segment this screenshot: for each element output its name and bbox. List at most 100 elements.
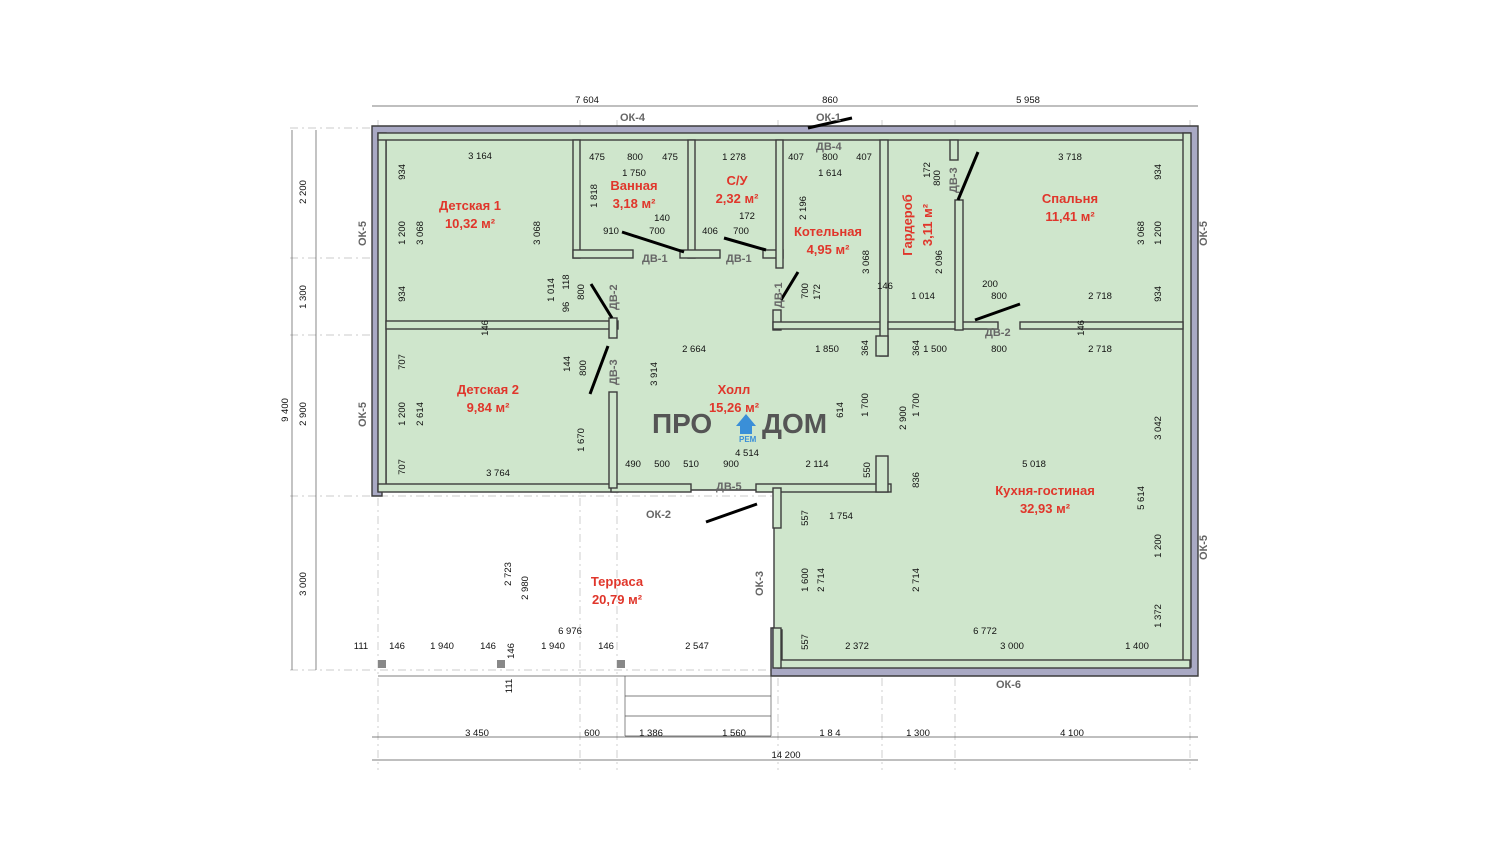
room-name: Гардероб: [900, 194, 915, 255]
svg-text:ДОМ: ДОМ: [762, 408, 827, 439]
svg-text:ОК-6: ОК-6: [996, 679, 1021, 691]
svg-text:1 8 4: 1 8 4: [819, 728, 840, 739]
inner-walls: [385, 139, 1184, 493]
svg-text:2 096: 2 096: [934, 250, 945, 274]
svg-text:3 000: 3 000: [298, 572, 309, 596]
svg-text:707: 707: [397, 354, 408, 370]
svg-text:РЕМ: РЕМ: [739, 435, 757, 444]
svg-text:2 196: 2 196: [798, 196, 809, 220]
svg-text:900: 900: [723, 459, 739, 470]
svg-text:5 614: 5 614: [1136, 486, 1147, 510]
svg-text:3 914: 3 914: [649, 362, 660, 386]
room-name: Котельная: [794, 224, 862, 239]
svg-text:1 200: 1 200: [397, 402, 408, 426]
svg-text:6 976: 6 976: [558, 626, 582, 637]
svg-text:800: 800: [576, 284, 587, 300]
svg-text:3 068: 3 068: [415, 221, 426, 245]
svg-text:146: 146: [480, 320, 491, 336]
svg-text:3 068: 3 068: [1136, 221, 1147, 245]
room-area: 20,79 м²: [592, 592, 643, 607]
svg-text:614: 614: [835, 402, 846, 418]
svg-text:111: 111: [354, 641, 368, 652]
svg-text:3 764: 3 764: [486, 468, 510, 479]
element-tags: ОК-4 ОК-1 ОК-5 ОК-5 ОК-5 ОК-5 ОК-2 ОК-3 …: [357, 112, 1210, 691]
dimension-lines: [291, 105, 1198, 761]
svg-text:490: 490: [625, 459, 641, 470]
svg-text:1 200: 1 200: [1153, 221, 1164, 245]
svg-text:1 940: 1 940: [430, 641, 454, 652]
svg-text:2 723: 2 723: [503, 562, 514, 586]
svg-text:3 450: 3 450: [465, 728, 489, 739]
room-area: 4,95 м²: [807, 242, 851, 257]
svg-text:146: 146: [877, 281, 893, 292]
room-name: Кухня-гостиная: [995, 483, 1095, 498]
svg-text:2 200: 2 200: [298, 180, 309, 204]
svg-text:ДВ-4: ДВ-4: [816, 141, 842, 153]
svg-text:118: 118: [561, 274, 572, 289]
svg-text:800: 800: [822, 152, 838, 163]
svg-text:96: 96: [561, 302, 572, 313]
room-name: Терраса: [591, 574, 644, 589]
svg-text:557: 557: [800, 634, 811, 650]
svg-text:836: 836: [911, 472, 922, 488]
svg-text:1 500: 1 500: [923, 344, 947, 355]
svg-text:1 386: 1 386: [639, 728, 663, 739]
svg-text:934: 934: [1153, 164, 1164, 180]
outer-walls: [371, 125, 1199, 677]
svg-text:2 664: 2 664: [682, 344, 706, 355]
svg-text:700: 700: [649, 226, 665, 237]
svg-text:2 718: 2 718: [1088, 344, 1112, 355]
svg-text:800: 800: [991, 291, 1007, 302]
svg-text:111: 111: [504, 679, 515, 693]
svg-text:ОК-3: ОК-3: [754, 571, 766, 596]
svg-text:ДВ-3: ДВ-3: [608, 359, 620, 385]
svg-text:600: 600: [584, 728, 600, 739]
svg-text:4 514: 4 514: [735, 448, 759, 459]
svg-text:1 818: 1 818: [589, 184, 600, 208]
svg-text:ДВ-1: ДВ-1: [773, 282, 785, 308]
svg-text:ДВ-5: ДВ-5: [716, 481, 742, 493]
svg-text:500: 500: [654, 459, 670, 470]
svg-text:1 300: 1 300: [906, 728, 930, 739]
svg-text:364: 364: [860, 340, 871, 356]
room-area: 15,26 м²: [709, 400, 760, 415]
room-area: 2,32 м²: [716, 191, 760, 206]
svg-text:ОК-5: ОК-5: [357, 402, 369, 427]
svg-text:146: 146: [389, 641, 405, 652]
door-leaves: [588, 116, 1021, 524]
svg-text:200: 200: [982, 279, 998, 290]
svg-text:146: 146: [598, 641, 614, 652]
svg-text:6 772: 6 772: [973, 626, 997, 637]
svg-text:800: 800: [578, 360, 589, 376]
svg-text:4 100: 4 100: [1060, 728, 1084, 739]
svg-text:144: 144: [562, 356, 573, 372]
house-icon: [736, 414, 756, 434]
room-area: 11,41 м²: [1045, 209, 1095, 224]
room-name: Ванная: [610, 178, 657, 193]
svg-text:ОК-5: ОК-5: [357, 221, 369, 246]
room-area: 32,93 м²: [1020, 501, 1071, 516]
room-area: 10,32 м²: [445, 216, 496, 231]
svg-text:364: 364: [911, 340, 922, 356]
svg-text:5 018: 5 018: [1022, 459, 1046, 470]
svg-text:146: 146: [480, 641, 496, 652]
svg-text:3 000: 3 000: [1000, 641, 1024, 652]
svg-text:172: 172: [812, 284, 823, 300]
room-name: Детская 2: [457, 382, 519, 397]
svg-text:800: 800: [627, 152, 643, 163]
svg-text:2 718: 2 718: [1088, 291, 1112, 302]
svg-text:1 014: 1 014: [911, 291, 935, 302]
svg-text:ДВ-1: ДВ-1: [642, 253, 668, 265]
svg-text:172: 172: [739, 211, 755, 222]
svg-text:1 200: 1 200: [397, 221, 408, 245]
room-name: Детская 1: [439, 198, 501, 213]
svg-text:2 114: 2 114: [805, 459, 828, 470]
outer-dimensions: 7 604 860 5 958 3 450 600 1 386 1 560 1 …: [280, 95, 1084, 761]
svg-text:ОК-2: ОК-2: [646, 509, 671, 521]
svg-text:407: 407: [856, 152, 872, 163]
svg-text:172: 172: [922, 162, 933, 178]
room-name: С/У: [726, 173, 748, 188]
svg-text:934: 934: [1153, 286, 1164, 302]
room-name: Холл: [718, 382, 751, 397]
